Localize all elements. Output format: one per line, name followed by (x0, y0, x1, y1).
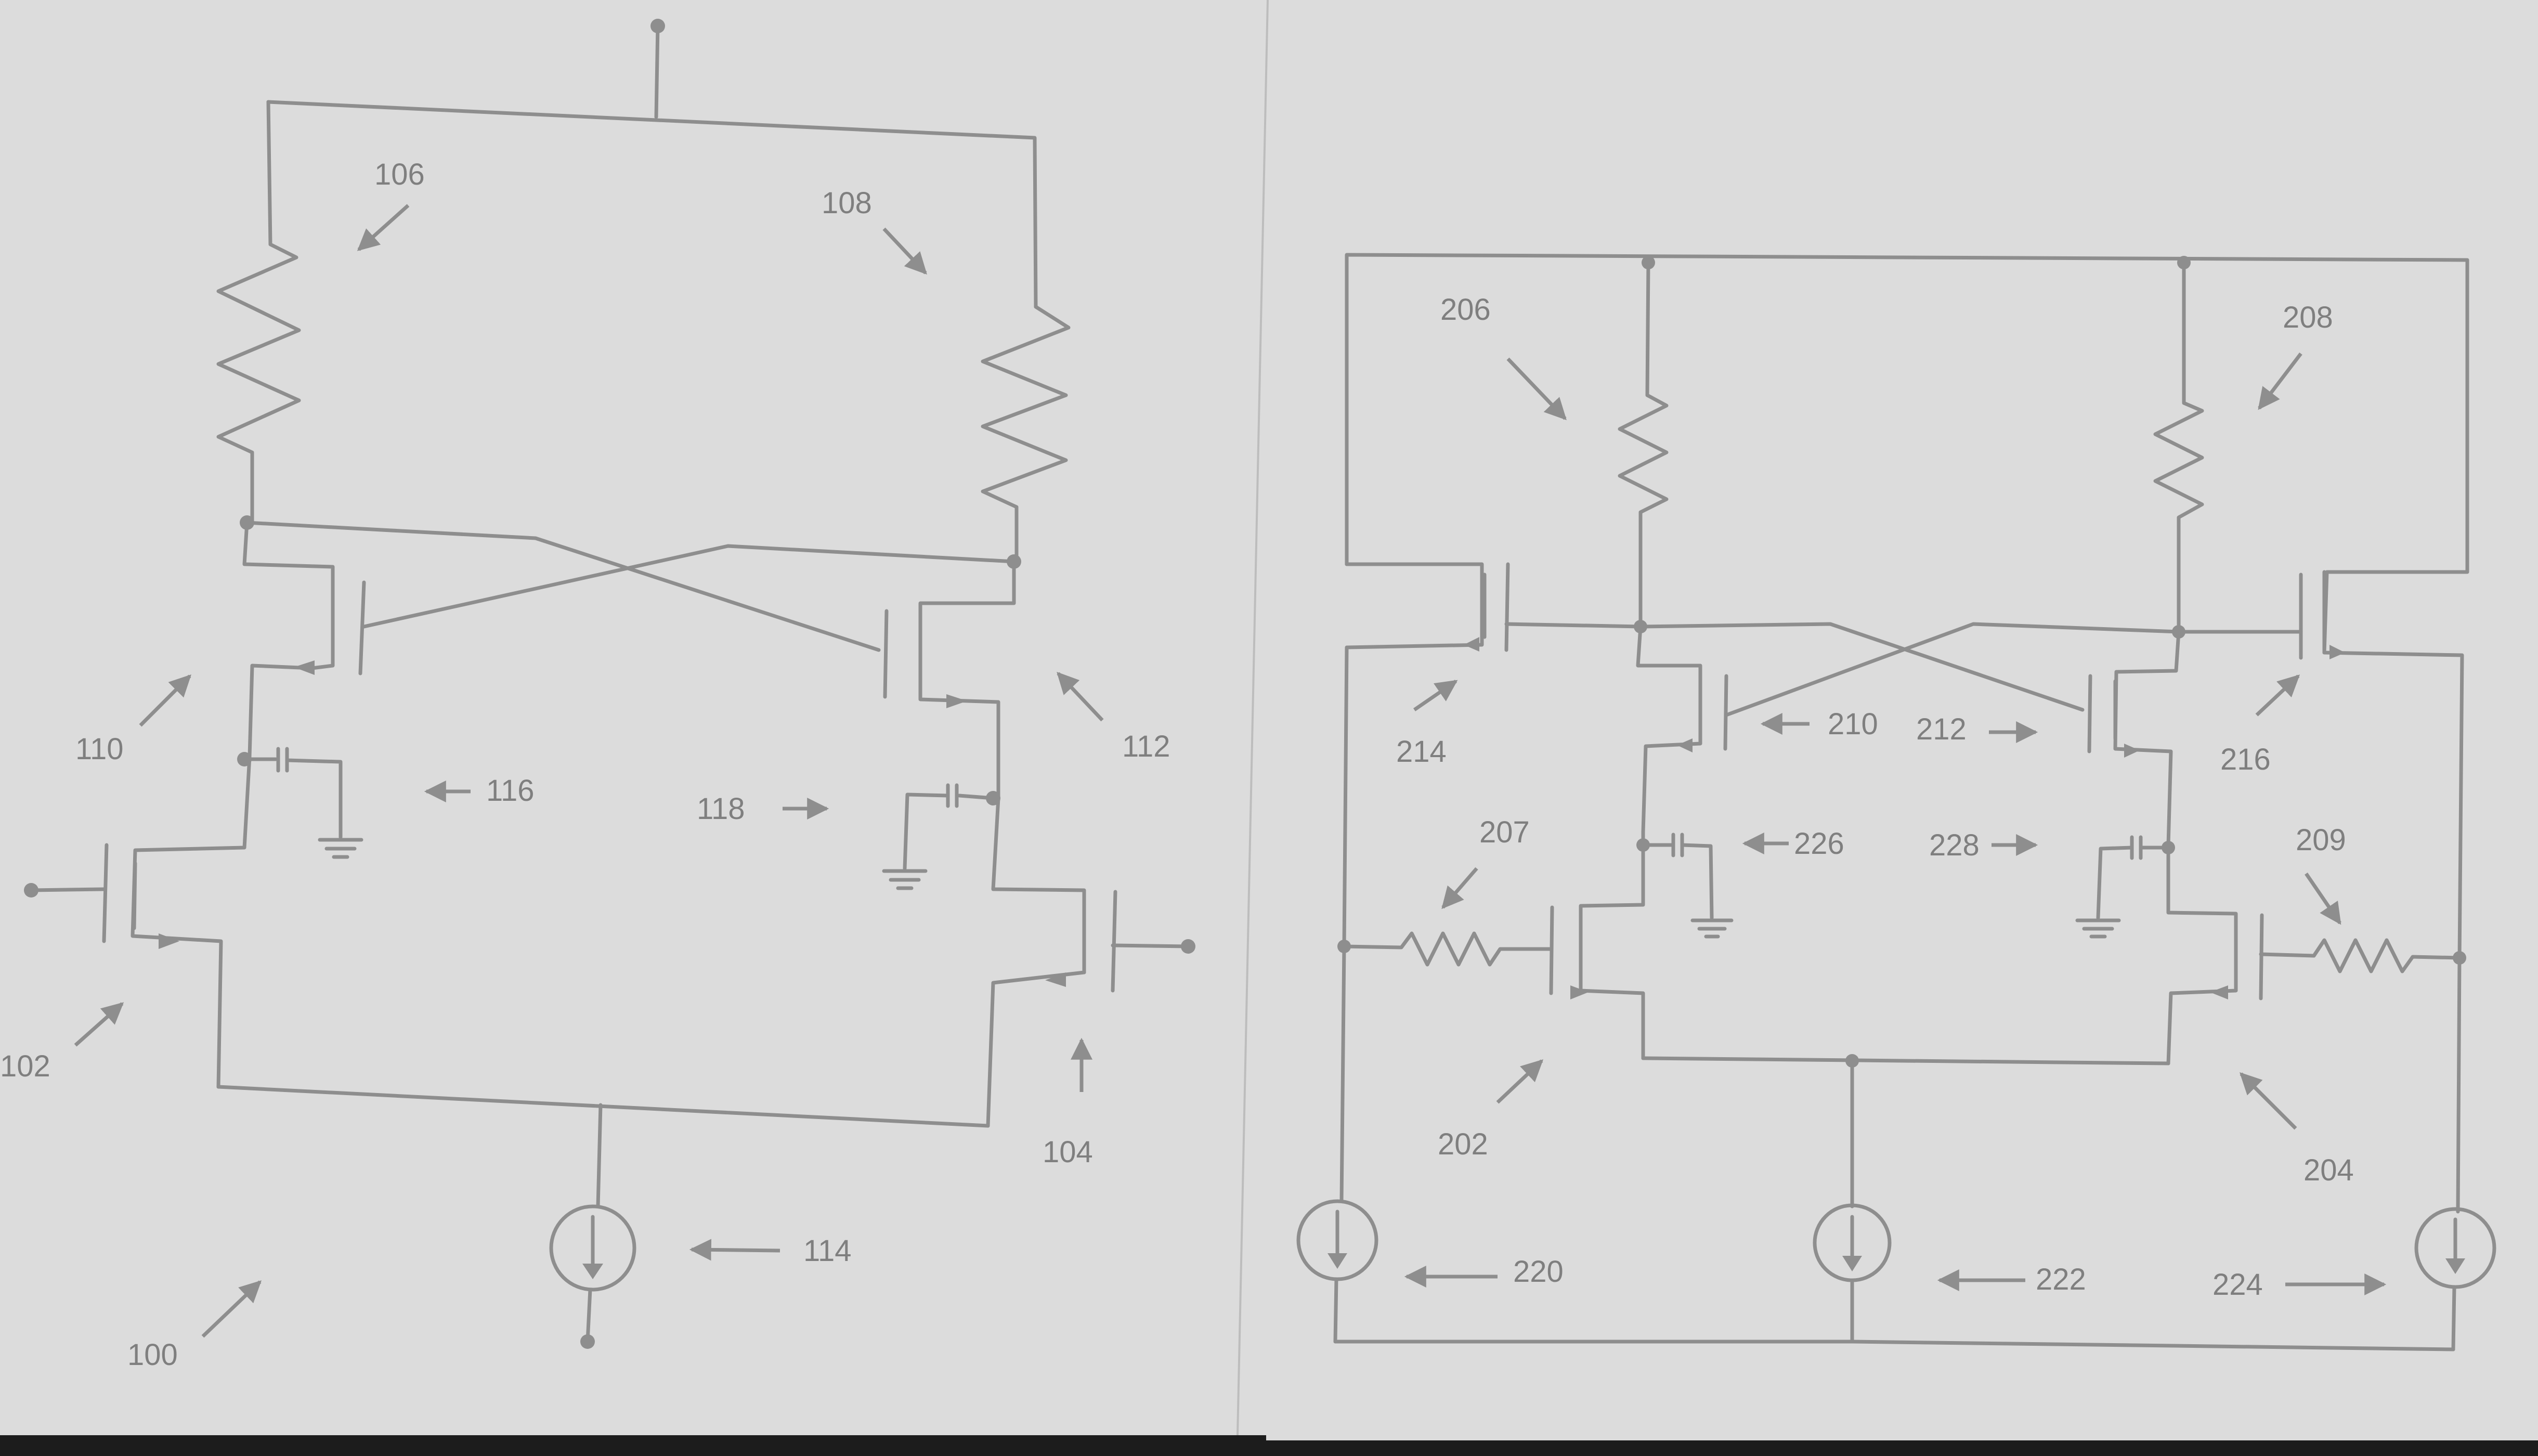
label-228: 228 (1929, 828, 1980, 862)
pointer-204 (2240, 1072, 2297, 1130)
label-222: 222 (2036, 1263, 2086, 1296)
pointer-110 (139, 674, 191, 727)
label-118: 118 (697, 792, 745, 826)
left-sheet (0, 0, 1266, 1435)
label-112: 112 (1122, 730, 1170, 763)
tail-wire-2 (1641, 1056, 2170, 1065)
current-source-220 (1296, 944, 1378, 1344)
transistor-104 (986, 796, 1195, 1128)
capacitor-226 (1636, 833, 1734, 939)
pointer-208 (2258, 352, 2302, 410)
transistor-204 (2166, 843, 2264, 1065)
label-212: 212 (1916, 712, 1967, 746)
label-208: 208 (2283, 301, 2333, 334)
supply-node (650, 19, 665, 119)
label-108: 108 (822, 186, 872, 220)
label-100: 100 (127, 1338, 178, 1372)
cross-wire-d (1724, 622, 2181, 717)
transistor-112 (883, 560, 1016, 800)
label-224: 224 (2212, 1268, 2263, 1302)
cross-wire-a (245, 521, 881, 652)
label-104: 104 (1043, 1135, 1093, 1169)
label-216: 216 (2220, 743, 2271, 776)
label-202: 202 (1438, 1127, 1488, 1161)
cross-wire-c (1638, 622, 2085, 712)
pointer-108 (882, 227, 927, 275)
label-206: 206 (1440, 293, 1491, 327)
sheet-fold (1237, 0, 1269, 1436)
right-sheet (1266, 0, 2538, 1440)
label-210: 210 (1828, 707, 1878, 741)
label-226: 226 (1794, 827, 1844, 861)
pointer-216 (2255, 674, 2300, 717)
figure-2-circuit: 206 208 214 216 210 212 226 228 207 209 … (1296, 253, 2496, 1351)
resistor-108 (981, 305, 1071, 564)
pointer-214 (1413, 680, 1458, 711)
transistor-210 (1636, 625, 1728, 834)
transistor-212 (2087, 630, 2181, 847)
label-102: 102 (0, 1049, 50, 1083)
current-source-222 (1813, 1059, 1892, 1344)
transistor-216 (2177, 570, 2464, 961)
outer-rail (1345, 253, 2469, 655)
label-110: 110 (75, 732, 123, 766)
pointer-102 (74, 1002, 124, 1047)
pointer-112 (1057, 671, 1104, 722)
label-214: 214 (1396, 735, 1447, 769)
capacitor-228 (2075, 835, 2175, 939)
transistor-110 (242, 521, 366, 759)
label-220: 220 (1513, 1255, 1564, 1289)
pointer-114 (689, 1239, 780, 1261)
figure-1-circuit: 106 108 110 112 116 118 102 104 114 100 (0, 19, 1195, 1372)
label-106: 106 (374, 158, 425, 191)
pointer-202 (1496, 1059, 1544, 1104)
transistor-214 (1342, 562, 1643, 948)
resistor-206 (1618, 261, 1669, 629)
cross-wire-b (362, 544, 1016, 629)
pointer-106 (357, 204, 410, 251)
label-116: 116 (486, 774, 534, 808)
label-209: 209 (2296, 823, 2346, 857)
bottom-rail (1333, 1340, 2455, 1351)
pointer-207 (1441, 867, 1478, 909)
resistor-208 (2153, 261, 2204, 634)
pointer-206 (1506, 357, 1567, 421)
current-source-114 (549, 1103, 636, 1349)
top-rail (266, 100, 1038, 309)
pointer-209 (2305, 873, 2341, 925)
label-114: 114 (803, 1234, 851, 1268)
resistor-106 (216, 100, 301, 525)
label-204: 204 (2303, 1153, 2354, 1187)
tail-wire (216, 1085, 990, 1128)
current-source-224 (2414, 956, 2496, 1351)
transistor-102 (24, 755, 252, 1089)
pointer-100 (201, 1280, 262, 1338)
label-207: 207 (1479, 815, 1530, 849)
transistor-202 (1549, 830, 1645, 1060)
